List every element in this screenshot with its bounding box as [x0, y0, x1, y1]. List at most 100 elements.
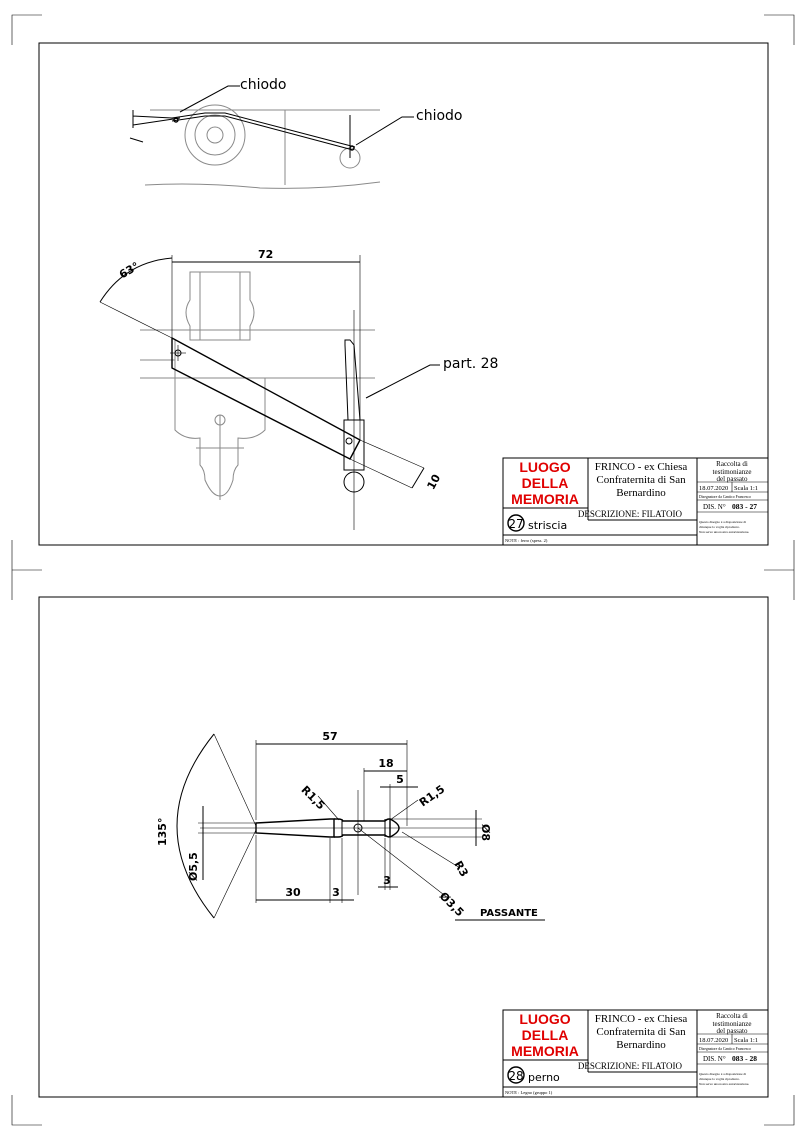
dimension-angle-63: 63°: [99, 257, 173, 339]
drawing-label-1: DIS. N°: [703, 503, 726, 511]
rights-line-2-2: chiunque lo voglia riprodurre.: [699, 1077, 740, 1081]
collection-line-1-2: Raccolta di: [716, 1012, 748, 1020]
collection-line-3-1: del passato: [717, 475, 748, 483]
date-2: 18.07.2020: [699, 1037, 728, 1044]
callout-through: PASSANTE: [455, 908, 545, 921]
rights-line-3-2: Non serve una nostra autorizzazione.: [699, 1082, 749, 1086]
sheet-1: chiodo chiodo: [38, 42, 769, 546]
logo-della-1: DELLA: [522, 475, 569, 491]
callout-nail-2: chiodo: [355, 108, 462, 146]
subject-line-1-1: FRINCO - ex Chiesa: [595, 461, 688, 473]
rights-line-3-1: Non serve una nostra autorizzazione.: [699, 530, 749, 534]
dimension-width-10: 10: [349, 439, 444, 492]
callout-part-28: part. 28: [365, 356, 498, 399]
dimension-dia-55: Ø5,5: [187, 806, 256, 881]
part-number-2: 28: [508, 1069, 523, 1083]
dimension-10-text: 10: [425, 472, 444, 492]
rights-line-1-2: Questo disegno è a disposizione di: [699, 1072, 746, 1076]
notes-2: NOTE : Legno (gruppo 1): [505, 1090, 553, 1095]
dimension-r-left-text: R1,5: [299, 783, 328, 812]
collection-line-1-1: Raccolta di: [716, 460, 748, 468]
dimension-135-text: 135°: [156, 818, 169, 846]
notes-1: NOTE : ferro (spess. 2): [505, 538, 548, 543]
nail-point-1: [173, 117, 179, 123]
sheet-1-frame: [38, 42, 769, 546]
dimension-5: 5: [380, 773, 418, 819]
subject-line-3-1: Bernardino: [616, 487, 666, 499]
description-1: DESCRIZIONE: FILATOIO: [578, 509, 683, 519]
dimension-dia-55-text: Ø5,5: [187, 852, 200, 881]
drawing-label-2: DIS. N°: [703, 1055, 726, 1063]
part-name-2: perno: [528, 1071, 560, 1084]
part-number-badge-2: [507, 1066, 525, 1084]
dimension-angle-135: 135°: [156, 733, 257, 919]
sheet-2-frame: [38, 596, 769, 1098]
dimension-r3: R3: [401, 831, 471, 879]
title-block-1: LUOGO DELLA MEMORIA FRINCO - ex Chiesa C…: [502, 457, 769, 546]
subject-line-1-2: FRINCO - ex Chiesa: [595, 1013, 688, 1025]
pin-hole: [345, 437, 353, 445]
dimension-r-right-text: R1,5: [417, 783, 447, 810]
background-assembly-top: [144, 104, 381, 189]
dimension-30: 30: [255, 835, 331, 903]
callout-nail-1-text: chiodo: [240, 77, 286, 93]
part-name-1: striscia: [528, 519, 567, 532]
logo-luogo-2: LUOGO: [519, 1011, 570, 1027]
dimension-5-text: 5: [396, 773, 404, 786]
subject-line-2-2: Confraternita di San: [596, 1026, 686, 1038]
callout-part-28-text: part. 28: [443, 356, 498, 372]
dimension-r-left: R1,5: [299, 783, 340, 821]
pin-round-head: [389, 818, 400, 838]
strip-top-view: [129, 110, 356, 158]
collection-line-2-2: testimonianze: [713, 1020, 752, 1028]
logo-della-2: DELLA: [522, 1027, 569, 1043]
pin-drawing: [200, 790, 482, 895]
subject-line-3-2: Bernardino: [616, 1039, 666, 1051]
dimension-18: 18: [363, 757, 407, 821]
dimension-3b: 3: [378, 838, 398, 890]
drawn-by-2: Disegnatore da Cantico Francesco: [699, 1047, 751, 1051]
collection-line-3-2: del passato: [717, 1027, 748, 1035]
dimension-total-57: 57: [255, 730, 408, 826]
pin-part-28-side: [343, 310, 365, 530]
background-assembly-side: [140, 271, 375, 500]
dimension-63-text: 63°: [117, 260, 142, 282]
rights-line-1-1: Questo disegno è a disposizione di: [699, 520, 746, 524]
sheet-2: 57 18 5 R1,5 R1,5 R3 Ø8: [38, 596, 769, 1098]
logo-memoria-1: MEMORIA: [511, 491, 579, 507]
drawn-by-1: Disegnatore da Cantico Francesco: [699, 495, 751, 499]
dimension-hole-text: Ø3,5: [437, 890, 467, 920]
dimension-3a-text: 3: [332, 886, 340, 899]
part-number-1: 27: [508, 517, 523, 531]
logo-luogo-1: LUOGO: [519, 459, 570, 475]
dimension-hole: Ø3,5: [357, 827, 467, 920]
rights-line-2-1: chiunque lo voglia riprodurre.: [699, 525, 740, 529]
dimension-3b-text: 3: [383, 874, 391, 887]
callout-through-text: PASSANTE: [480, 908, 538, 919]
scale-2: Scala 1:1: [734, 1037, 758, 1044]
scale-1: Scala 1:1: [734, 485, 758, 492]
nail-point-2: [349, 145, 355, 151]
dimension-3a: 3: [330, 838, 354, 903]
callout-nail-1: chiodo: [179, 77, 286, 113]
collection-line-2-1: testimonianze: [713, 468, 752, 476]
crop-marks: [11, 14, 795, 1126]
dimension-r-right: R1,5: [389, 783, 447, 821]
callout-nail-2-text: chiodo: [416, 108, 462, 124]
dimension-72-text: 72: [258, 248, 273, 261]
dimension-30-text: 30: [285, 886, 301, 899]
title-block-2: LUOGO DELLA MEMORIA FRINCO - ex Chiesa C…: [502, 1009, 769, 1098]
dimension-length-72: 72: [171, 248, 361, 440]
dimension-r3-text: R3: [451, 859, 470, 879]
description-2: DESCRIZIONE: FILATOIO: [578, 1061, 683, 1071]
subject-line-2-1: Confraternita di San: [596, 474, 686, 486]
logo-memoria-2: MEMORIA: [511, 1043, 579, 1059]
date-1: 18.07.2020: [699, 485, 728, 492]
dimension-18-text: 18: [378, 757, 393, 770]
dimension-dia-8-text: Ø8: [479, 824, 492, 841]
part-number-badge-1: [507, 514, 525, 532]
dimension-57-text: 57: [322, 730, 337, 743]
dimension-dia-8: Ø8: [390, 810, 492, 846]
drawing-number-2: 083 - 28: [732, 1054, 757, 1063]
